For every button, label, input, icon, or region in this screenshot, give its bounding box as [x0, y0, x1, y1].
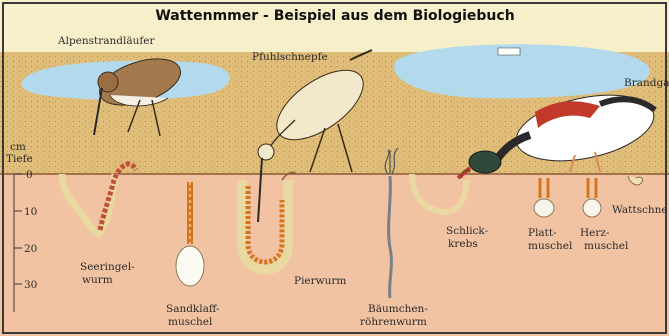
depth-tick-30: 30 [24, 279, 37, 291]
label-baeumchenroehrenwurm-2: röhrenwurm [360, 316, 427, 328]
label-seeringelwurm-1: Seeringel- [80, 261, 135, 273]
label-brandgans: Brandga [624, 77, 669, 89]
depth-tick-10: 10 [24, 206, 37, 218]
label-plattmuschel-1: Platt- [528, 227, 557, 239]
tidal-pool-right [394, 44, 650, 98]
depth-axis-label: Tiefe [6, 153, 33, 165]
mud-layer [0, 174, 669, 336]
label-schlickkrebs-2: krebs [448, 238, 478, 250]
label-herzmuschel-2: muschel [584, 240, 629, 252]
label-plattmuschel-2: muschel [528, 240, 573, 252]
label-sandklaffmuschel-2: muschel [168, 316, 213, 328]
label-schlickkrebs-1: Schlick- [446, 225, 489, 237]
depth-tick-0: 0 [26, 169, 33, 181]
label-sandklaffmuschel-1: Sandklaff- [166, 303, 220, 315]
label-pfuhlschnepfe: Pfuhlschnepfe [252, 51, 328, 63]
label-alpenstrandlaeufer: Alpenstrandläufer [57, 35, 155, 47]
label-seeringelwurm-2: wurm [82, 274, 113, 286]
label-herzmuschel-1: Herz- [580, 227, 610, 239]
diagram-title: Wattenmmer - Beispiel aus dem Biologiebu… [155, 8, 514, 24]
depth-axis-unit: cm [10, 141, 26, 153]
flag-marker [498, 48, 520, 55]
label-wattschnecke: Wattschne [612, 204, 668, 216]
label-pierwurm: Pierwurm [294, 275, 346, 287]
depth-tick-20: 20 [24, 243, 37, 255]
label-baeumchenroehrenwurm-1: Bäumchen- [368, 303, 428, 315]
